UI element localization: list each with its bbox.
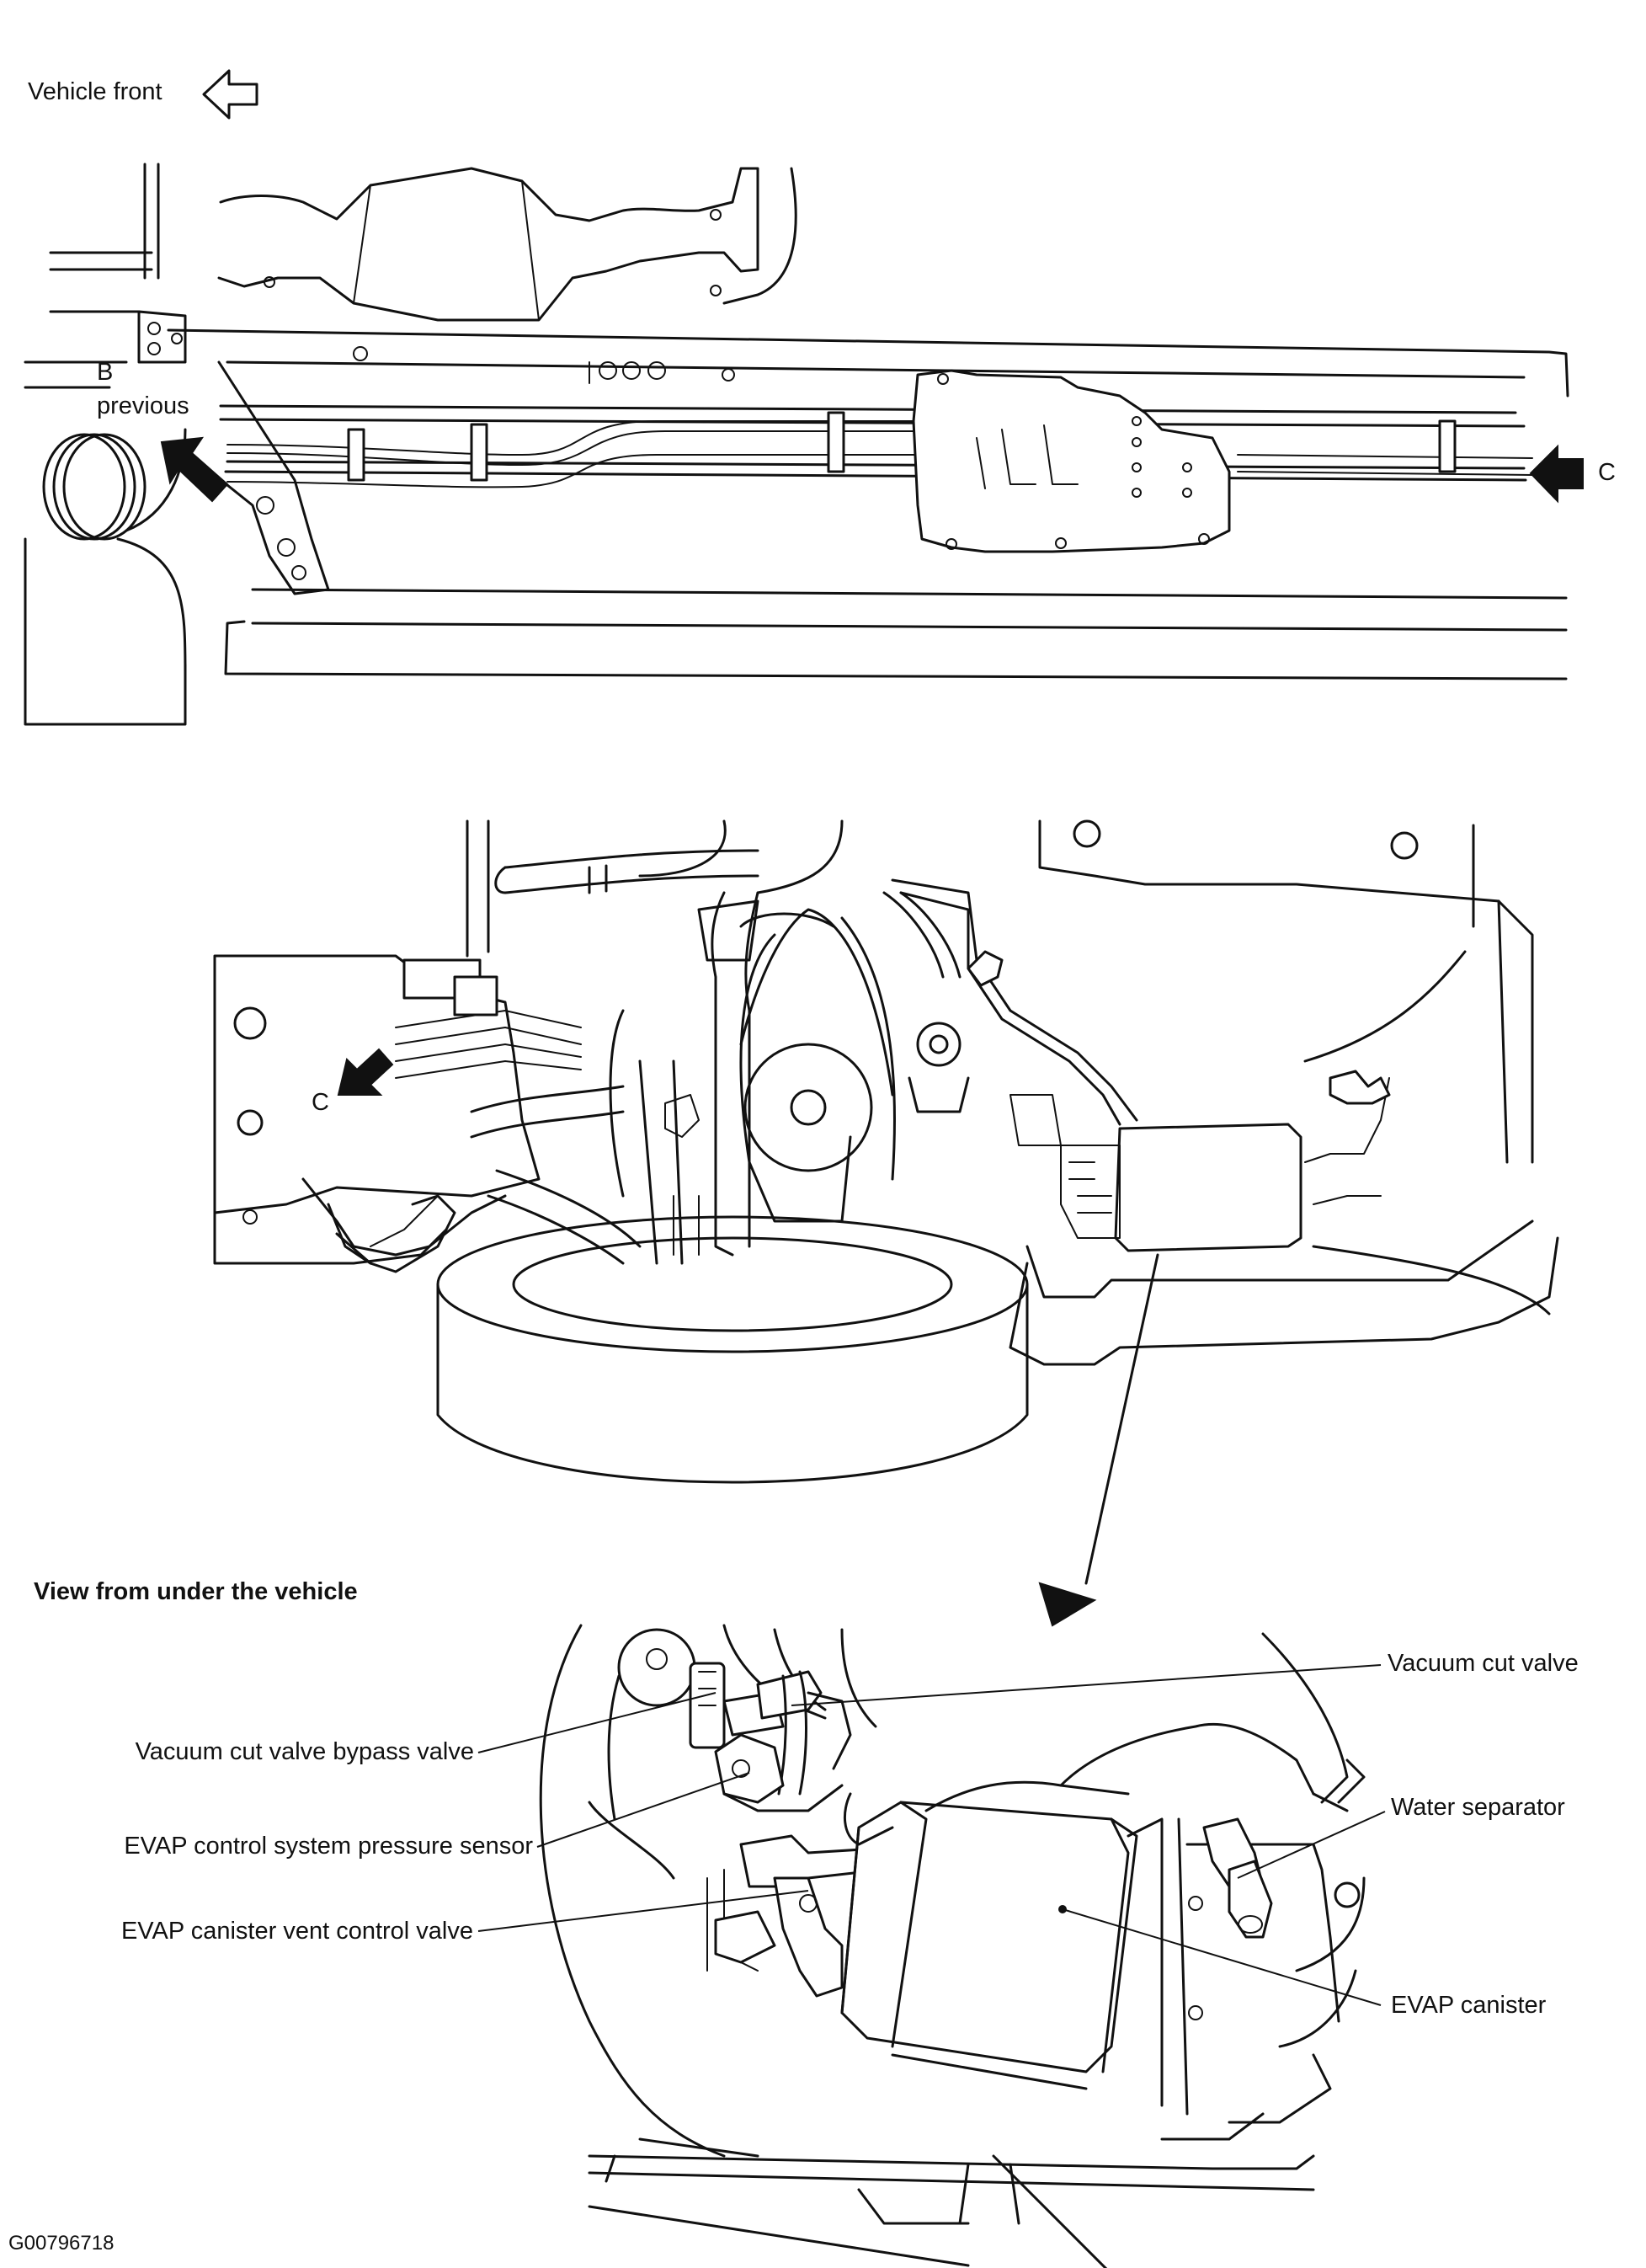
label-vacuum-cut-valve: Vacuum cut valve: [1388, 1650, 1579, 1677]
top-view-drawing: [24, 69, 1584, 726]
c-arrow-right-icon: [1529, 444, 1584, 504]
label-vacuum-cut-valve-bypass-valve: Vacuum cut valve bypass valve: [135, 1738, 474, 1765]
c-arrow-left-icon: [337, 1048, 394, 1096]
figure-id: G00796718: [8, 2232, 115, 2255]
detail-view-title: View from under the vehicle: [34, 1578, 358, 1605]
vehicle-front-label: Vehicle front: [28, 78, 162, 105]
top-view-ref-c: C: [1598, 459, 1616, 486]
detail-view-drawing: [477, 1624, 1386, 2268]
label-evap-pressure-sensor: EVAP control system pressure sensor: [124, 1833, 533, 1860]
middle-view-drawing: [213, 819, 1559, 1627]
label-evap-canister: EVAP canister: [1391, 1992, 1547, 2019]
top-view-ref-b: B: [97, 359, 114, 386]
detail-pointer-arrow-icon: [1038, 1582, 1097, 1627]
previous-arrow-icon: [160, 436, 229, 503]
label-water-separator: Water separator: [1391, 1794, 1565, 1821]
middle-view-ref-c: C: [312, 1089, 329, 1116]
top-view-ref-previous: previous: [97, 392, 189, 419]
vehicle-front-arrow-icon: [202, 69, 258, 120]
label-evap-vent-control-valve: EVAP canister vent control valve: [120, 1918, 473, 1945]
